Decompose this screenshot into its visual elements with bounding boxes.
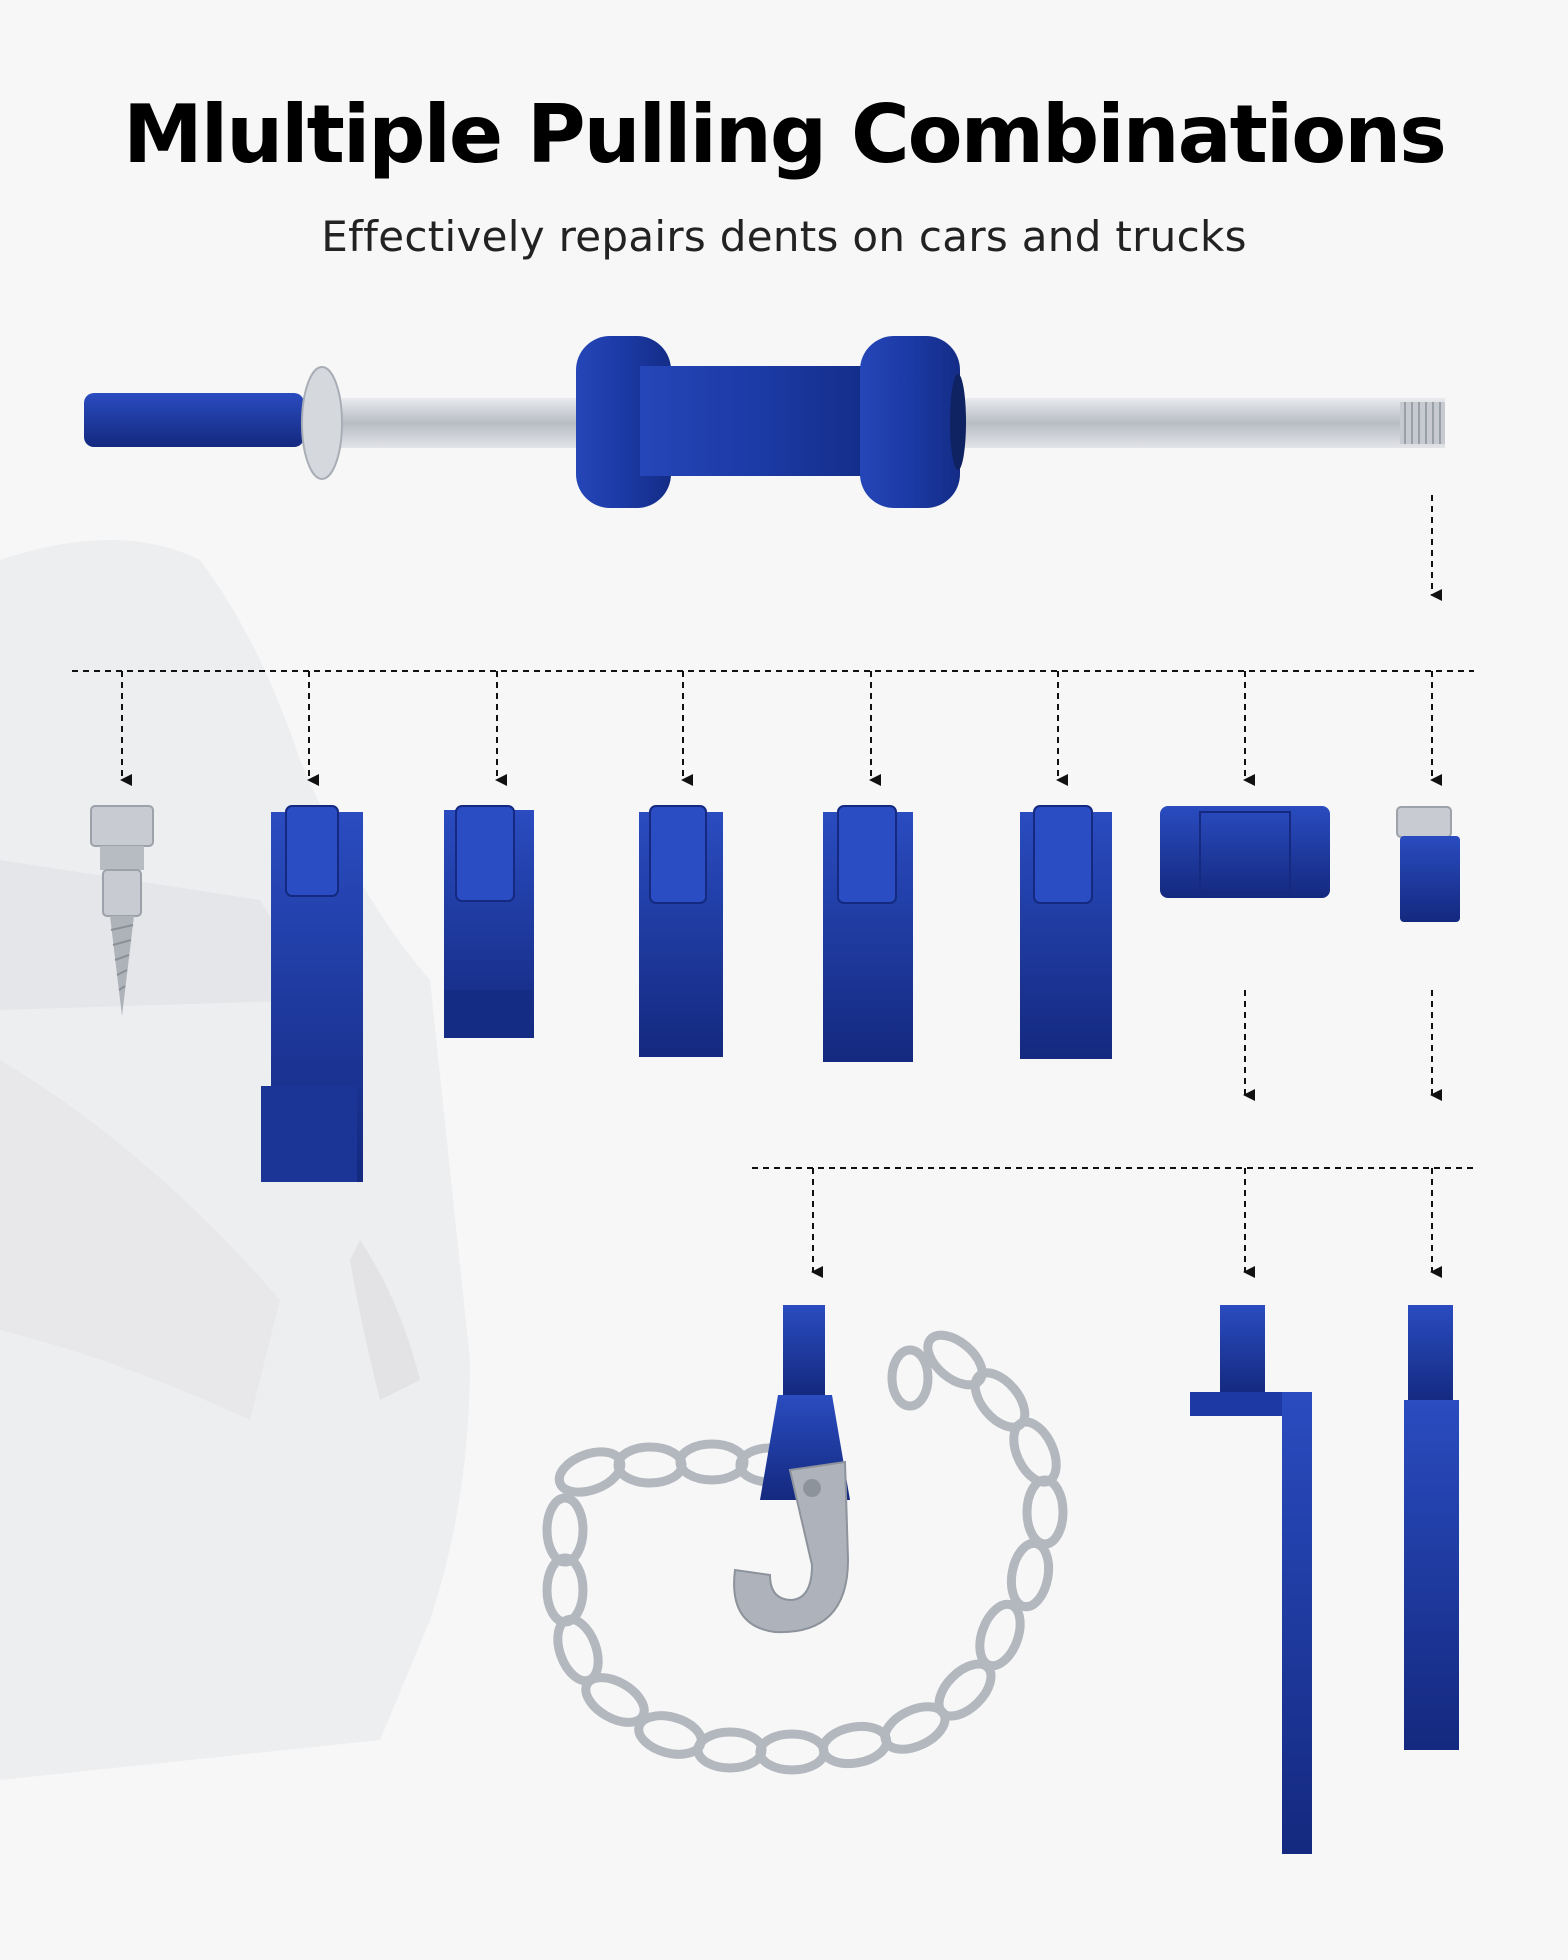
- page-subtitle: Effectively repairs dents on cars and tr…: [321, 212, 1247, 261]
- connector-lines: [72, 495, 1476, 1278]
- chain-hook-icon: [542, 1305, 1068, 1775]
- straight-bar-icon: [1404, 1305, 1459, 1750]
- hook-attachment-icon: [261, 805, 363, 1182]
- hook-attachment-icon: [823, 805, 913, 1062]
- hook-attachment-icon: [1020, 805, 1112, 1059]
- l-bar-icon: [1190, 1305, 1312, 1854]
- coupler-icon: [1396, 806, 1460, 922]
- car-silhouette-icon: [0, 540, 470, 1780]
- coupler-icon: [1160, 806, 1330, 898]
- hook-attachment-icon: [639, 805, 723, 1057]
- page-title: Mlultiple Pulling Combinations: [123, 88, 1447, 181]
- screw-tip-icon: [90, 805, 154, 1016]
- hook-attachment-icon: [444, 805, 534, 1038]
- slide-hammer-icon: [84, 336, 1445, 508]
